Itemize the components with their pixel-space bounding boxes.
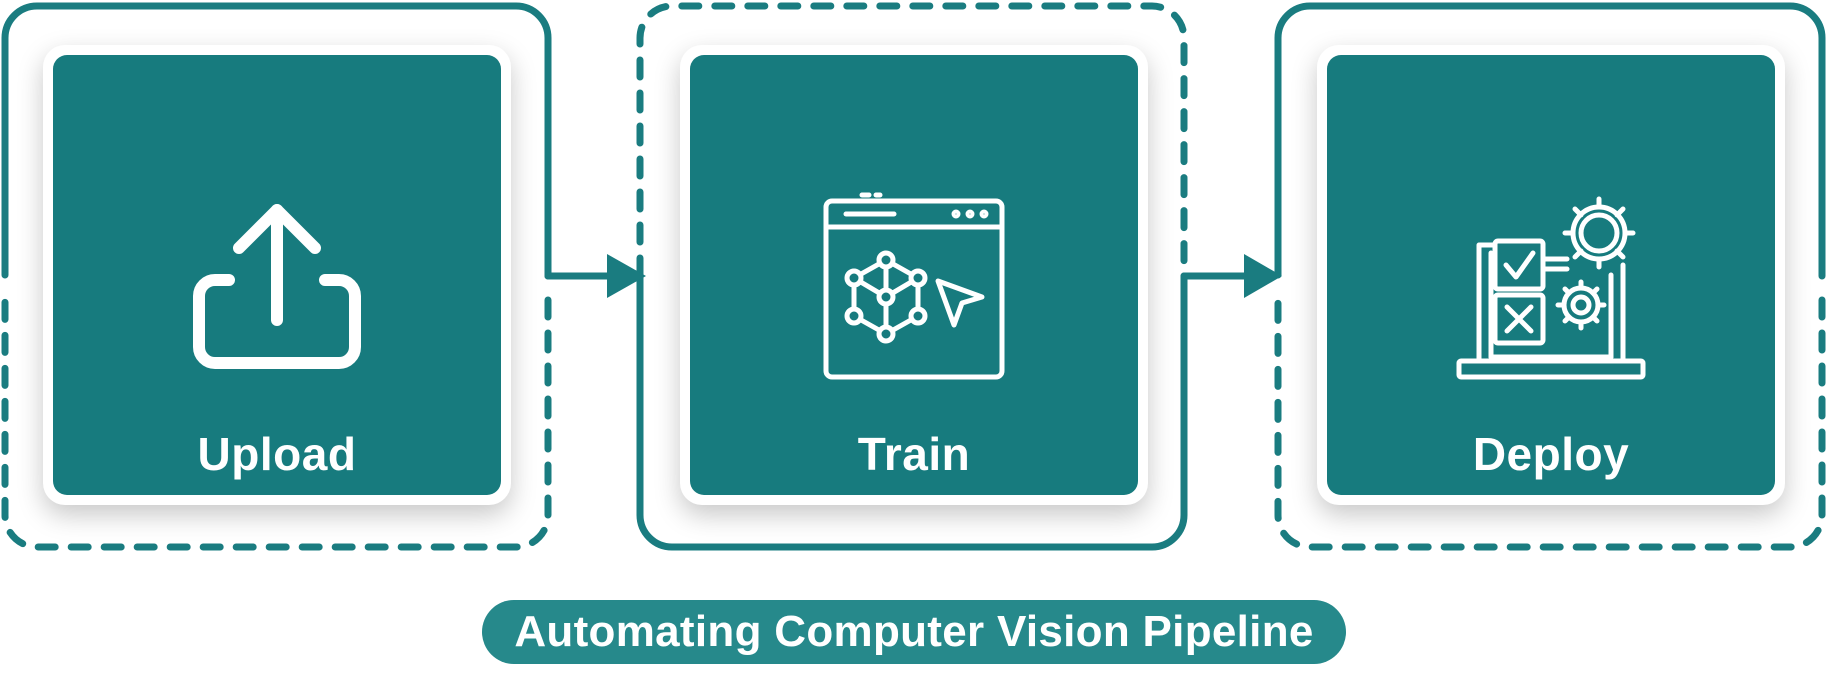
3d-model-training-window-icon <box>823 192 1005 380</box>
upload-icon <box>193 204 361 369</box>
step-card-deploy: Deploy <box>1317 45 1785 505</box>
step-card-upload-body: Upload <box>53 55 501 495</box>
laptop-checklist-gears-icon <box>1456 196 1646 380</box>
step-label-deploy: Deploy <box>1472 428 1630 480</box>
arrow-head-2 <box>1244 254 1282 298</box>
step-label-upload: Upload <box>197 428 357 480</box>
upload-frame-solid <box>1 2 552 280</box>
train-frame-solid <box>636 272 1188 551</box>
train-frame-dashed <box>636 2 1188 280</box>
step-card-train: Train <box>680 45 1148 505</box>
step-card-upload: Upload <box>43 45 511 505</box>
arrow-head-1 <box>607 254 646 298</box>
deploy-frame-dashed <box>1274 296 1826 551</box>
step-card-deploy-body: Deploy <box>1327 55 1775 495</box>
upload-frame-dashed <box>1 296 552 551</box>
step-label-train: Train <box>857 428 971 480</box>
diagram-caption: Automating Computer Vision Pipeline <box>482 600 1346 664</box>
deploy-frame-solid <box>1274 2 1826 280</box>
step-card-train-body: Train <box>690 55 1138 495</box>
